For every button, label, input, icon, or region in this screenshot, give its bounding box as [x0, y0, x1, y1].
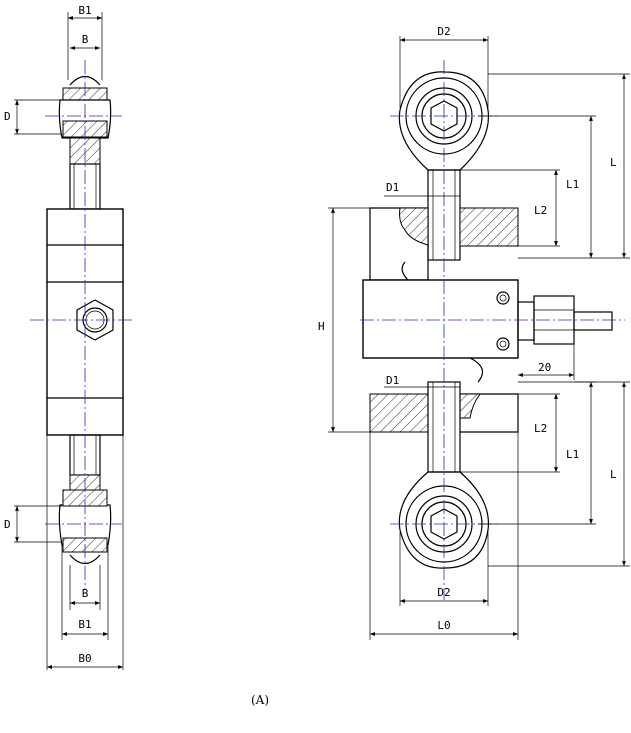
label-b-top: B	[82, 33, 89, 46]
dim-body-length: L0	[369, 432, 519, 640]
dim-bottom-rod-length: L1	[478, 381, 596, 525]
dim-top-inner-width: B	[70, 33, 100, 50]
label-h: H	[318, 320, 325, 333]
left-top-rod-end	[58, 75, 112, 210]
right-middle-body	[362, 279, 519, 383]
dim-height: H	[318, 207, 370, 433]
dim-bottom-rod-dia: D1	[384, 374, 460, 388]
dim-bottom-overall-length: L	[488, 381, 630, 567]
label-d2-top: D2	[437, 25, 450, 38]
dim-top-rod-dia: D1	[384, 181, 460, 197]
label-d1-bottom: D1	[386, 374, 399, 387]
dim-bottom-eye-dia: D2	[399, 532, 489, 606]
dim-top-eye-dia: D2	[399, 25, 489, 108]
left-view: B1 B D D B B1	[4, 4, 135, 670]
label-d1-top: D1	[386, 181, 399, 194]
dim-bottom-ball-dia: D	[4, 505, 62, 543]
label-20: 20	[538, 361, 551, 374]
label-b0: B0	[78, 652, 91, 665]
label-d2-bottom: D2	[437, 586, 450, 599]
label-b1-bottom: B1	[78, 618, 91, 631]
dim-top-thread-length: L2	[460, 169, 560, 247]
right-lower-block	[369, 393, 519, 433]
label-l2-top: L2	[534, 204, 547, 217]
label-l-bottom: L	[610, 468, 617, 481]
right-view: D2 D1 L L1 L2	[318, 25, 630, 640]
label-l-top: L	[610, 156, 617, 169]
label-b-bottom: B	[82, 587, 89, 600]
label-d-top: D	[4, 110, 11, 123]
dim-bottom-thread-length: L2	[460, 393, 560, 473]
label-l1-top: L1	[566, 178, 579, 191]
label-l2-bottom: L2	[534, 422, 547, 435]
dim-top-outer-width: B1	[67, 4, 103, 80]
dim-bottom-inner-width: B	[69, 565, 101, 610]
label-b1-top: B1	[78, 4, 91, 17]
dim-bottom-outer-width: B1	[61, 545, 109, 640]
figure-caption: (A)	[251, 693, 269, 707]
label-d-bottom: D	[4, 518, 11, 531]
dim-connector-length: 20	[518, 344, 575, 380]
dim-top-rod-length: L1	[478, 115, 596, 258]
dim-base-width: B0	[46, 435, 124, 670]
label-l1-bottom: L1	[566, 448, 579, 461]
dim-top-overall-length: L	[488, 73, 630, 259]
dim-top-ball-dia: D	[4, 99, 62, 135]
cable-connector	[517, 295, 613, 345]
label-l0: L0	[437, 619, 450, 632]
